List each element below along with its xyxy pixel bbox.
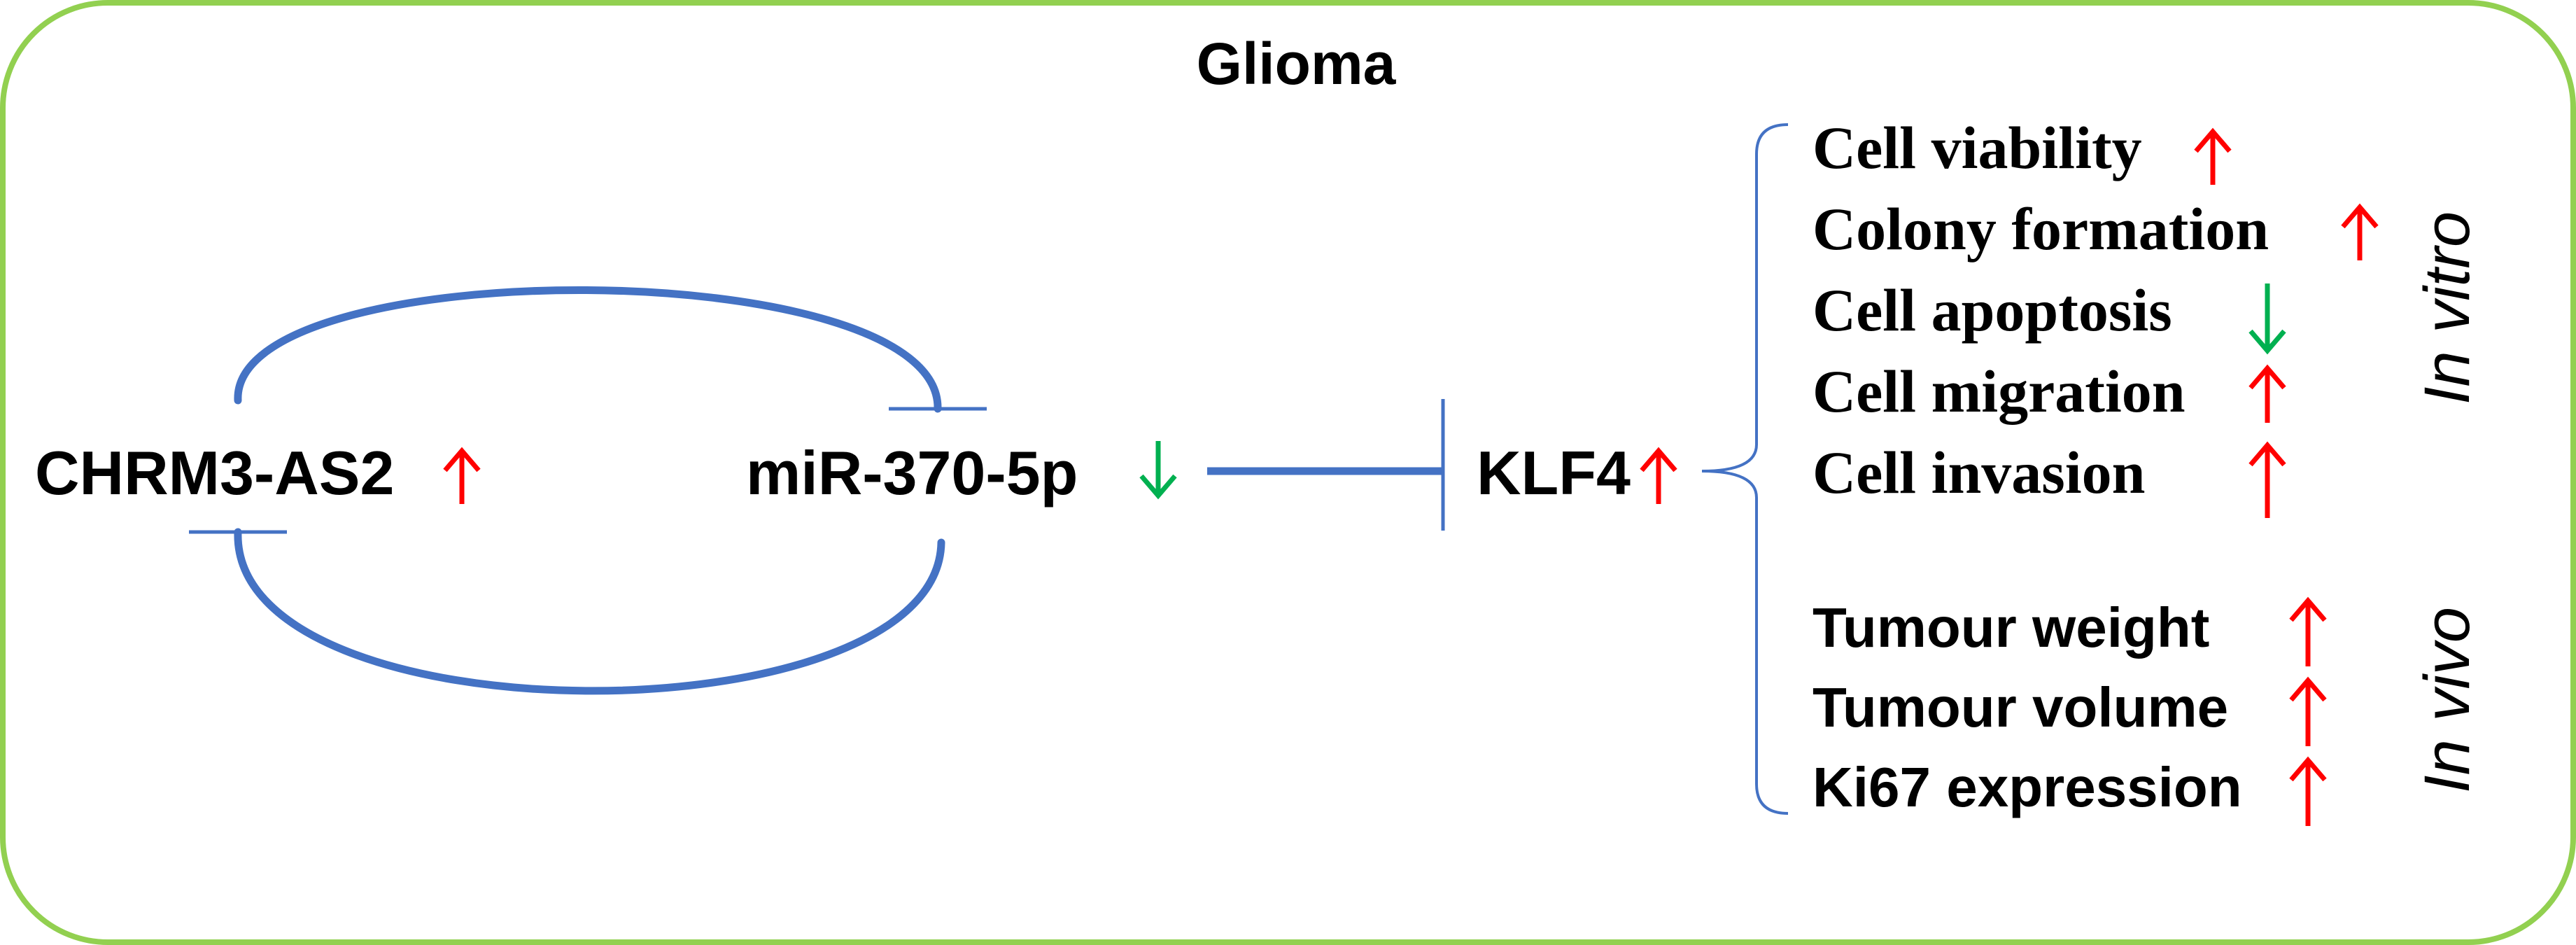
in-vivo-item-label: Tumour weight: [1813, 596, 2209, 659]
in-vivo-item-up-arrow-icon: [2289, 676, 2327, 746]
in-vitro-item-label: Cell invasion: [1813, 439, 2145, 506]
in-vivo-item-label: Ki67 expression: [1813, 756, 2242, 818]
in-vitro-item-label: Cell migration: [1813, 358, 2186, 425]
lncrna-up-arrow-icon: [443, 447, 481, 504]
in-vivo-list: Tumour weight Tumour volume Ki67 express…: [1813, 596, 2327, 826]
in-vitro-item-up-arrow-icon: [2194, 127, 2232, 185]
in-vitro-list: Cell viability Colony formation Cell apo…: [1813, 114, 2379, 518]
diagram-title: Glioma: [1197, 31, 1397, 97]
in-vivo-item-up-arrow-icon: [2289, 596, 2327, 666]
in-vivo-item-label: Tumour volume: [1813, 676, 2228, 738]
lncrna-label: CHRM3-AS2: [35, 438, 394, 507]
lower-inhibition-arc: [234, 528, 945, 695]
in-vitro-item-up-arrow-icon: [2248, 364, 2286, 423]
in-vivo-label: In vivo: [2412, 607, 2483, 793]
in-vitro-label: In vitro: [2412, 211, 2483, 405]
outcome-brace: [1701, 123, 1789, 815]
mirna-down-arrow-icon: [1139, 441, 1177, 500]
in-vitro-item-up-arrow-icon: [2248, 441, 2286, 518]
in-vitro-item-label: Cell viability: [1813, 114, 2142, 181]
klf4-up-arrow-icon: [1640, 447, 1677, 504]
klf4-label: KLF4: [1477, 438, 1631, 507]
in-vitro-item-down-arrow-icon: [2248, 284, 2286, 355]
in-vitro-item-label: Colony formation: [1813, 195, 2269, 262]
mirna-label: miR-370-5p: [746, 438, 1078, 507]
in-vivo-item-up-arrow-icon: [2289, 756, 2327, 826]
in-vitro-item-label: Cell apoptosis: [1813, 276, 2172, 344]
in-vitro-item-up-arrow-icon: [2341, 203, 2379, 260]
upper-inhibition-arc: [234, 286, 942, 413]
